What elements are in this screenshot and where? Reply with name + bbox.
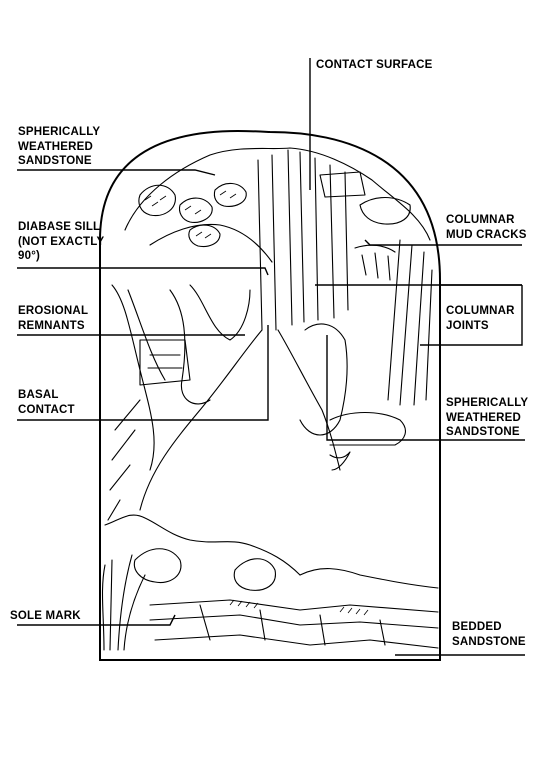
- label-spherically-weathered-top: SPHERICALLY WEATHERED SANDSTONE: [18, 126, 101, 167]
- label-bedded-sandstone: BEDDED SANDSTONE: [452, 621, 526, 648]
- label-columnar-joints: COLUMNAR JOINTS: [446, 305, 515, 332]
- arch-frame: [99, 129, 441, 661]
- label-basal-contact: BASAL CONTACT: [18, 389, 75, 416]
- rock-sketch: [101, 147, 439, 651]
- weathering-texture: [144, 190, 369, 616]
- label-diabase-sill: DIABASE SILL (NOT EXACTLY 90°): [18, 221, 105, 262]
- label-erosional-remnants: EROSIONAL REMNANTS: [18, 305, 89, 332]
- label-contact-surface: CONTACT SURFACE: [316, 59, 433, 71]
- label-columnar-mud-cracks: COLUMNAR MUD CRACKS: [446, 214, 527, 241]
- label-sole-mark: SOLE MARK: [10, 610, 81, 622]
- label-spherically-weathered-right: SPHERICALLY WEATHERED SANDSTONE: [446, 397, 529, 438]
